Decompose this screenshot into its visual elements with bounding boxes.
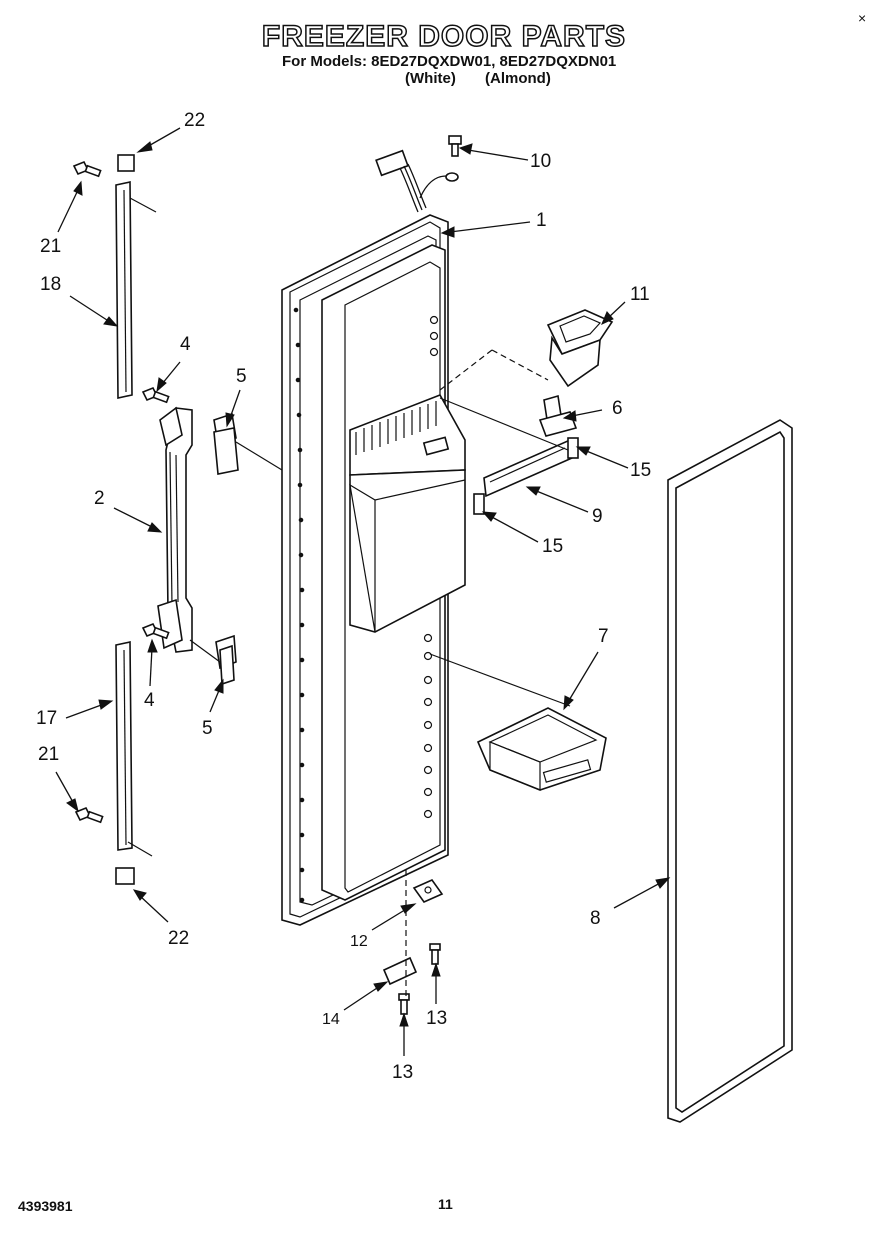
document-number: 4393981	[18, 1198, 73, 1214]
callout-22-lower: 22	[168, 928, 189, 949]
freezer-door-panel	[281, 214, 466, 926]
wire-harness	[375, 149, 459, 213]
callout-9: 9	[592, 506, 603, 527]
callout-7: 7	[598, 626, 609, 647]
screw-icon-10	[448, 135, 462, 157]
end-cap-15-lower	[473, 493, 485, 515]
callout-10: 10	[530, 151, 551, 172]
callout-6: 6	[612, 398, 623, 419]
callout-12: 12	[350, 933, 368, 950]
callout-4-lower: 4	[144, 690, 155, 711]
callout-1: 1	[536, 210, 547, 231]
callout-22-upper: 22	[184, 110, 205, 131]
screw-icon-4-lower	[141, 622, 170, 640]
screw-icon-13-upper	[429, 943, 441, 965]
door-handle-2	[157, 406, 193, 653]
callout-14: 14	[322, 1011, 340, 1028]
callout-18: 18	[40, 274, 61, 295]
hinge-bracket-12	[412, 879, 444, 903]
leader-arrows	[55, 127, 671, 1056]
callout-8: 8	[590, 908, 601, 929]
callout-17: 17	[36, 708, 57, 729]
screw-icon-21-upper	[72, 160, 102, 178]
callout-11: 11	[630, 284, 650, 305]
door-bin-7	[476, 707, 607, 791]
callout-15-lower: 15	[542, 536, 563, 557]
callout-2: 2	[94, 488, 105, 509]
models-line: For Models: 8ED27DQXDW01, 8ED27DQXDN01	[282, 53, 617, 70]
bracket-6	[538, 394, 578, 437]
callout-5-lower: 5	[202, 718, 213, 739]
callout-21-lower: 21	[38, 744, 59, 765]
callout-13-lower: 13	[392, 1062, 413, 1083]
hinge-bracket-14	[382, 956, 418, 986]
finish-almond-label: (Almond)	[485, 70, 551, 87]
screw-icon-4-upper	[141, 386, 170, 404]
callout-21-upper: 21	[40, 236, 61, 257]
end-cap-15-upper	[567, 437, 579, 459]
handle-trim-lower-17	[115, 641, 153, 885]
callout-13-upper: 13	[426, 1008, 447, 1029]
screw-icon-21-lower	[74, 806, 104, 824]
finish-white-label: (White)	[405, 70, 456, 87]
callout-4-upper: 4	[180, 334, 191, 355]
callout-15-upper: 15	[630, 460, 651, 481]
mounting-clip-5-lower	[215, 634, 237, 686]
handle-trim-upper-18	[115, 154, 157, 399]
ice-chute-11	[546, 309, 614, 388]
corner-mark: ×	[858, 10, 867, 26]
page-title: FREEZER DOOR PARTS	[261, 19, 627, 54]
door-gasket-8	[667, 419, 793, 1123]
mounting-clip-5-upper	[213, 412, 239, 475]
page-number: 11	[438, 1196, 453, 1212]
screw-icon-13-lower	[398, 993, 410, 1015]
callout-5-upper: 5	[236, 366, 247, 387]
